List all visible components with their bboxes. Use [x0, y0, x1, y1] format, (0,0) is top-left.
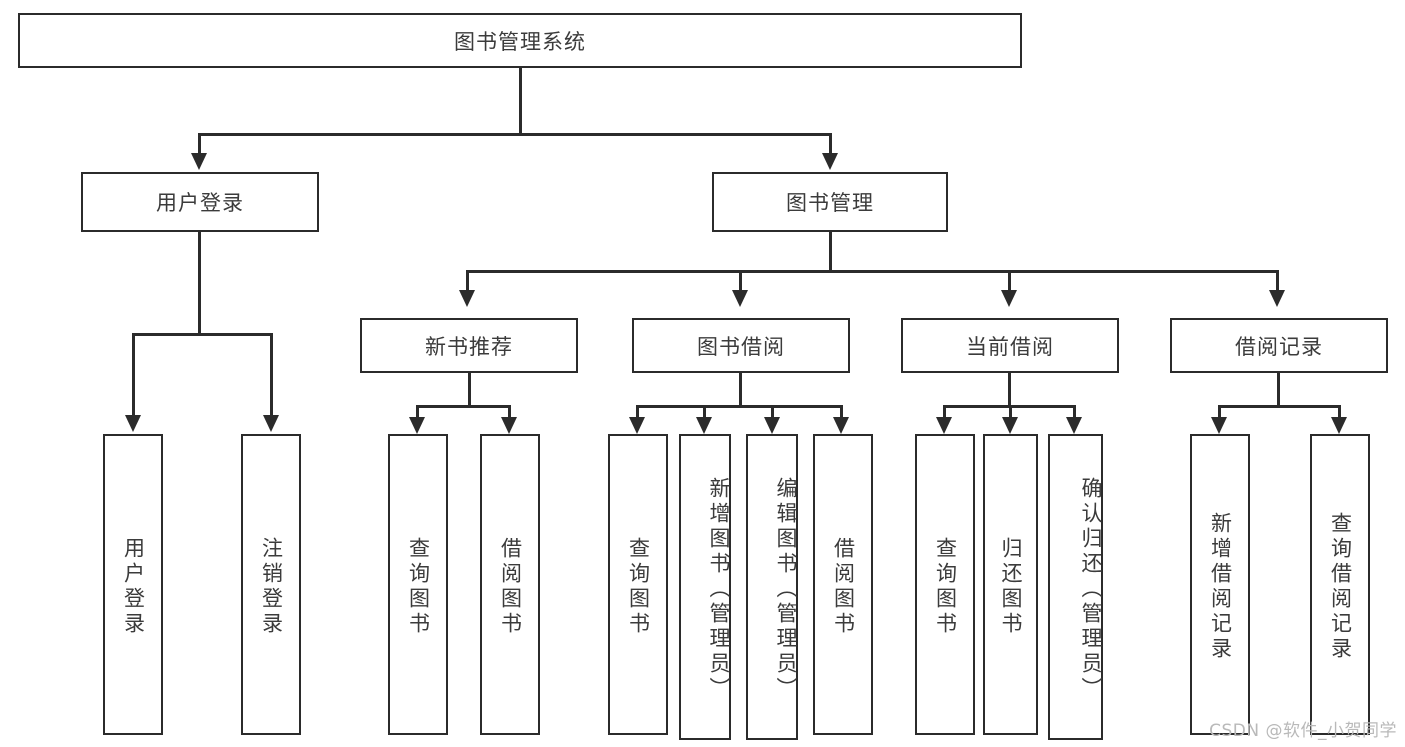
connector-drop-borrow-record: [1276, 270, 1279, 292]
connector-drop-cb-query-book: [943, 405, 946, 419]
node-book-management[interactable]: 图书管理: [712, 172, 948, 232]
arrowhead-new-book-recommend: [459, 290, 475, 307]
connector-drop-book-borrow: [739, 270, 742, 292]
arrowhead-br-query-record: [1331, 417, 1347, 434]
node-label: 注销登录: [259, 536, 284, 637]
connector-drop-leaf-user-login: [132, 333, 135, 417]
node-book-borrow[interactable]: 图书借阅: [632, 318, 850, 373]
node-user-login[interactable]: 用户登录: [81, 172, 319, 232]
leaf-br-add-record[interactable]: 新增借阅记录: [1190, 434, 1250, 735]
connector-book-borrow-bus: [636, 405, 843, 408]
connector-user-login-stem: [198, 232, 201, 335]
arrowhead-borrow-record: [1269, 290, 1285, 307]
connector-level3-bus: [466, 270, 1278, 273]
leaf-bb-borrow-book[interactable]: 借阅图书: [813, 434, 873, 735]
connector-drop-bb-edit-book: [771, 405, 774, 419]
leaf-cb-confirm-return[interactable]: 确认归还（管理员）: [1048, 434, 1103, 740]
connector-drop-book-management: [829, 133, 832, 155]
arrowhead-bb-add-book: [696, 417, 712, 434]
node-label: 借阅记录: [1235, 334, 1323, 359]
connector-drop-cb-confirm-return: [1073, 405, 1076, 419]
connector-root-stem: [519, 68, 522, 135]
node-label: 借阅图书: [831, 536, 856, 637]
arrowhead-cb-query-book: [936, 417, 952, 434]
connector-drop-nbr-query-book: [416, 405, 419, 419]
watermark-label: CSDN @软件_小贺同学: [1209, 721, 1397, 741]
leaf-bb-add-book[interactable]: 新增图书（管理员）: [679, 434, 731, 740]
arrowhead-cb-confirm-return: [1066, 417, 1082, 434]
connector-drop-cb-return-book: [1009, 405, 1012, 419]
arrowhead-book-management: [822, 153, 838, 170]
connector-level2-bus: [198, 133, 832, 136]
node-label: 新增借阅记录: [1208, 511, 1233, 662]
leaf-nbr-borrow-book[interactable]: 借阅图书: [480, 434, 540, 735]
leaf-bb-query-book[interactable]: 查询图书: [608, 434, 668, 735]
node-new-book-recommend[interactable]: 新书推荐: [360, 318, 578, 373]
connector-new-book-recommend-stem: [468, 373, 471, 408]
connector-drop-br-query-record: [1338, 405, 1341, 419]
connector-drop-new-book-recommend: [466, 270, 469, 292]
arrowhead-leaf-logout: [263, 415, 279, 432]
connector-drop-leaf-logout: [270, 333, 273, 417]
connector-drop-bb-query-book: [636, 405, 639, 419]
node-label: 确认归还（管理员）: [1079, 476, 1103, 702]
connector-drop-bb-add-book: [703, 405, 706, 419]
arrowhead-nbr-query-book: [409, 417, 425, 434]
node-label: 新书推荐: [425, 334, 513, 359]
connector-user-login-bus: [132, 333, 273, 336]
arrowhead-leaf-user-login: [125, 415, 141, 432]
arrowhead-cb-return-book: [1002, 417, 1018, 434]
arrowhead-bb-edit-book: [764, 417, 780, 434]
node-label: 查询图书: [406, 536, 431, 637]
node-label: 查询图书: [933, 536, 958, 637]
arrowhead-bb-borrow-book: [833, 417, 849, 434]
connector-drop-current-borrow: [1008, 270, 1011, 292]
node-label: 图书管理系统: [454, 29, 586, 54]
connector-borrow-record-bus: [1218, 405, 1341, 408]
node-label: 编辑图书（管理员）: [774, 476, 798, 702]
connector-drop-user-login: [198, 133, 201, 155]
arrowhead-user-login: [191, 153, 207, 170]
connector-drop-nbr-borrow-book: [508, 405, 511, 419]
node-current-borrow[interactable]: 当前借阅: [901, 318, 1119, 373]
node-borrow-record[interactable]: 借阅记录: [1170, 318, 1388, 373]
connector-current-borrow-stem: [1008, 373, 1011, 408]
node-label: 查询借阅记录: [1328, 511, 1353, 662]
node-label: 当前借阅: [966, 334, 1054, 359]
leaf-user-login[interactable]: 用户登录: [103, 434, 163, 735]
connector-book-management-stem: [829, 232, 832, 272]
node-label: 归还图书: [999, 536, 1023, 637]
node-label: 用户登录: [156, 191, 244, 215]
connector-new-book-recommend-bus: [416, 405, 510, 408]
leaf-br-query-record[interactable]: 查询借阅记录: [1310, 434, 1370, 735]
node-label: 查询图书: [626, 536, 651, 637]
node-label: 新增图书（管理员）: [707, 476, 731, 702]
connector-drop-br-add-record: [1218, 405, 1221, 419]
arrowhead-nbr-borrow-book: [501, 417, 517, 434]
leaf-nbr-query-book[interactable]: 查询图书: [388, 434, 448, 735]
leaf-bb-edit-book[interactable]: 编辑图书（管理员）: [746, 434, 798, 740]
node-label: 图书管理: [786, 191, 874, 215]
arrowhead-current-borrow: [1001, 290, 1017, 307]
node-root-book-management-system[interactable]: 图书管理系统: [18, 13, 1022, 68]
leaf-cb-query-book[interactable]: 查询图书: [915, 434, 975, 735]
connector-drop-bb-borrow-book: [840, 405, 843, 419]
arrowhead-book-borrow: [732, 290, 748, 307]
node-label: 图书借阅: [697, 334, 785, 359]
arrowhead-br-add-record: [1211, 417, 1227, 434]
connector-book-borrow-stem: [739, 373, 742, 408]
leaf-cb-return-book[interactable]: 归还图书: [983, 434, 1038, 735]
arrowhead-bb-query-book: [629, 417, 645, 434]
leaf-logout[interactable]: 注销登录: [241, 434, 301, 735]
node-label: 借阅图书: [498, 536, 523, 637]
connector-borrow-record-stem: [1277, 373, 1280, 408]
node-label: 用户登录: [121, 536, 146, 637]
